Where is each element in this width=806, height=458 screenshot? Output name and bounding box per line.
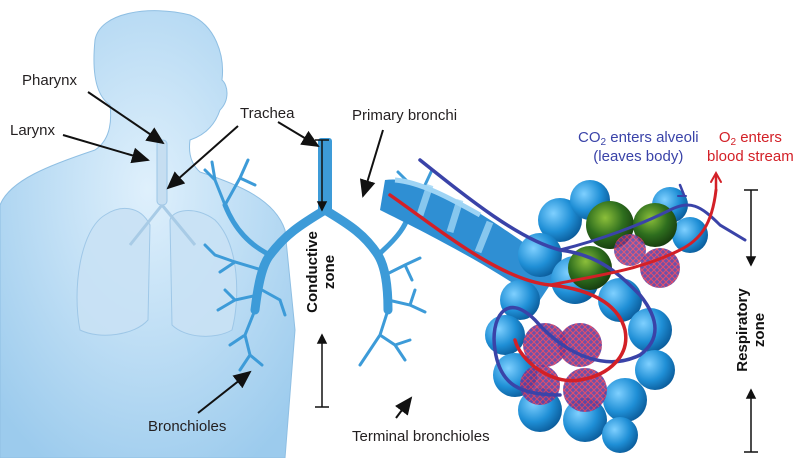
terminal-bronchioles-arrow — [396, 398, 411, 418]
co2-caption-line2: (leaves body) — [578, 147, 699, 166]
trachea-tree-arrow — [278, 122, 318, 146]
trachea-label: Trachea — [240, 105, 294, 122]
conductive-zone-label: Conductive zone — [304, 212, 340, 332]
primary-bronchi-arrow — [363, 130, 383, 196]
o2-caption-line2: blood stream — [707, 147, 794, 166]
bronchioles-label: Bronchioles — [148, 418, 226, 435]
co2-caption: CO2 enters alveoli (leaves body) — [578, 128, 699, 166]
o2-caption-line1: O2 enters — [707, 128, 794, 147]
pharynx-label: Pharynx — [22, 72, 77, 89]
alveoli-cluster — [485, 180, 708, 453]
co2-caption-line1: CO2 enters alveoli — [578, 128, 699, 147]
terminal-bronchioles-label: Terminal bronchioles — [352, 428, 490, 445]
respiratory-zone-label: Respiratory zone — [734, 270, 770, 390]
body-trachea — [157, 140, 167, 205]
primary-bronchi-label: Primary bronchi — [352, 107, 457, 124]
alveolus-capillary-mesh — [614, 234, 646, 266]
o2-caption: O2 enters blood stream — [707, 128, 794, 166]
larynx-label: Larynx — [10, 122, 55, 139]
